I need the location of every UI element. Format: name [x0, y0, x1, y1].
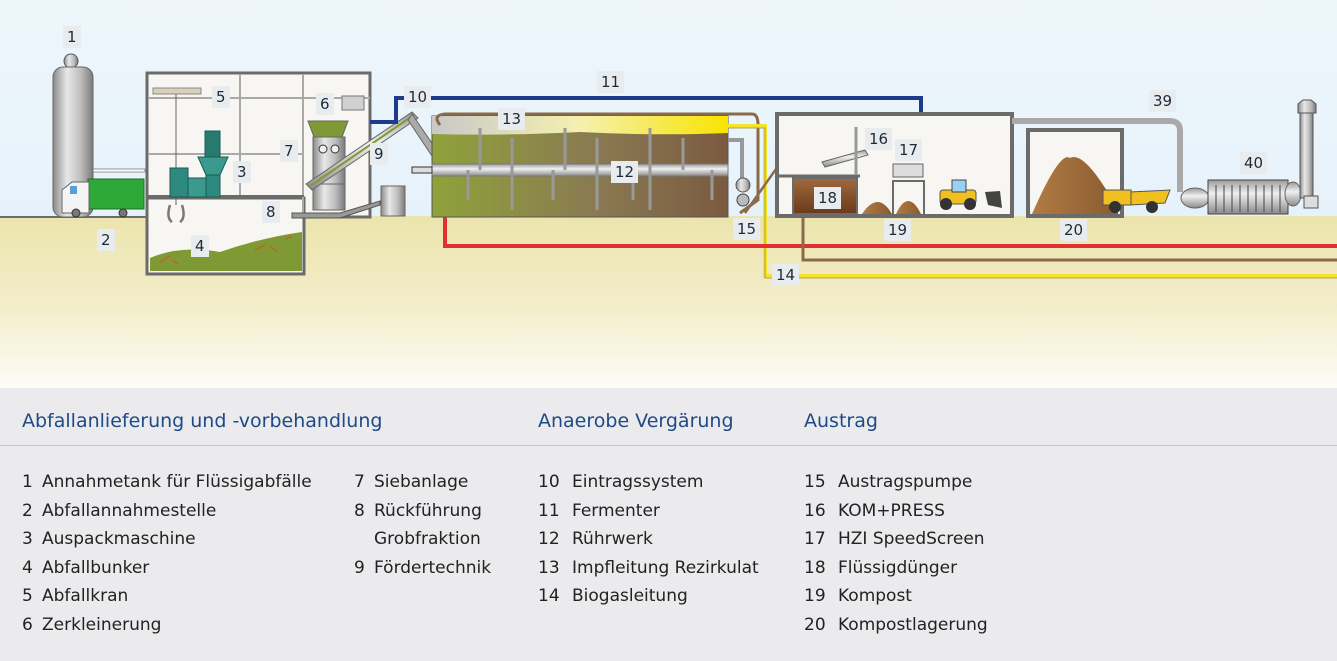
callout-5: 5 [212, 86, 230, 108]
unpacking-machine [169, 130, 229, 198]
legend-item-continuation: Grobfraktion [374, 529, 481, 549]
callout-19: 19 [884, 219, 912, 241]
callout-13: 13 [498, 108, 526, 130]
process-diagram: 1 2 3 4 5 6 7 8 9 10 11 12 13 14 15 16 1… [0, 0, 1337, 388]
legend-divider [0, 445, 1337, 446]
callout-4: 4 [191, 235, 209, 257]
callout-16: 16 [865, 128, 893, 150]
callout-10: 10 [404, 86, 432, 108]
callout-7: 7 [280, 140, 298, 162]
legend-panel: Abfallanlieferung und -vorbehandlung Ana… [0, 388, 1337, 661]
liquid-waste-tank [52, 53, 94, 218]
liquid-fertilizer-pipe [801, 217, 1337, 262]
callout-18: 18 [814, 187, 842, 209]
callout-8: 8 [262, 201, 280, 223]
recirculation-pipe [435, 112, 760, 215]
discharge-pump [735, 177, 751, 207]
process-diagram-svg [0, 0, 1337, 388]
shredder-screen [291, 95, 381, 219]
callout-12: 12 [611, 161, 639, 183]
legend-heading-discharge: Austrag [804, 410, 878, 432]
exhaust-stack [1297, 99, 1319, 209]
conveyor [305, 111, 439, 217]
callout-39: 39 [1149, 90, 1177, 112]
red-pipe [443, 217, 1337, 248]
callout-14: 14 [772, 264, 800, 286]
callout-20: 20 [1060, 219, 1088, 241]
callout-1: 1 [63, 26, 81, 48]
callout-2: 2 [97, 229, 115, 251]
legend-heading-delivery: Abfallanlieferung und -vorbehandlung [22, 410, 383, 432]
callout-17: 17 [895, 139, 923, 161]
compost-storage [1026, 128, 1171, 218]
callout-3: 3 [233, 161, 251, 183]
callout-9: 9 [370, 143, 388, 165]
biogas-pipe-fermenter [370, 96, 923, 124]
fermenter [411, 115, 729, 218]
legend-heading-digestion: Anaerobe Vergärung [538, 410, 734, 432]
callout-6: 6 [316, 93, 334, 115]
callout-15: 15 [733, 218, 761, 240]
biofilter [1180, 179, 1302, 215]
exhaust-duct [1012, 118, 1183, 192]
callout-11: 11 [597, 71, 625, 93]
callout-40: 40 [1240, 152, 1268, 174]
delivery-truck [61, 168, 146, 218]
dewatering-hall [775, 112, 1014, 218]
